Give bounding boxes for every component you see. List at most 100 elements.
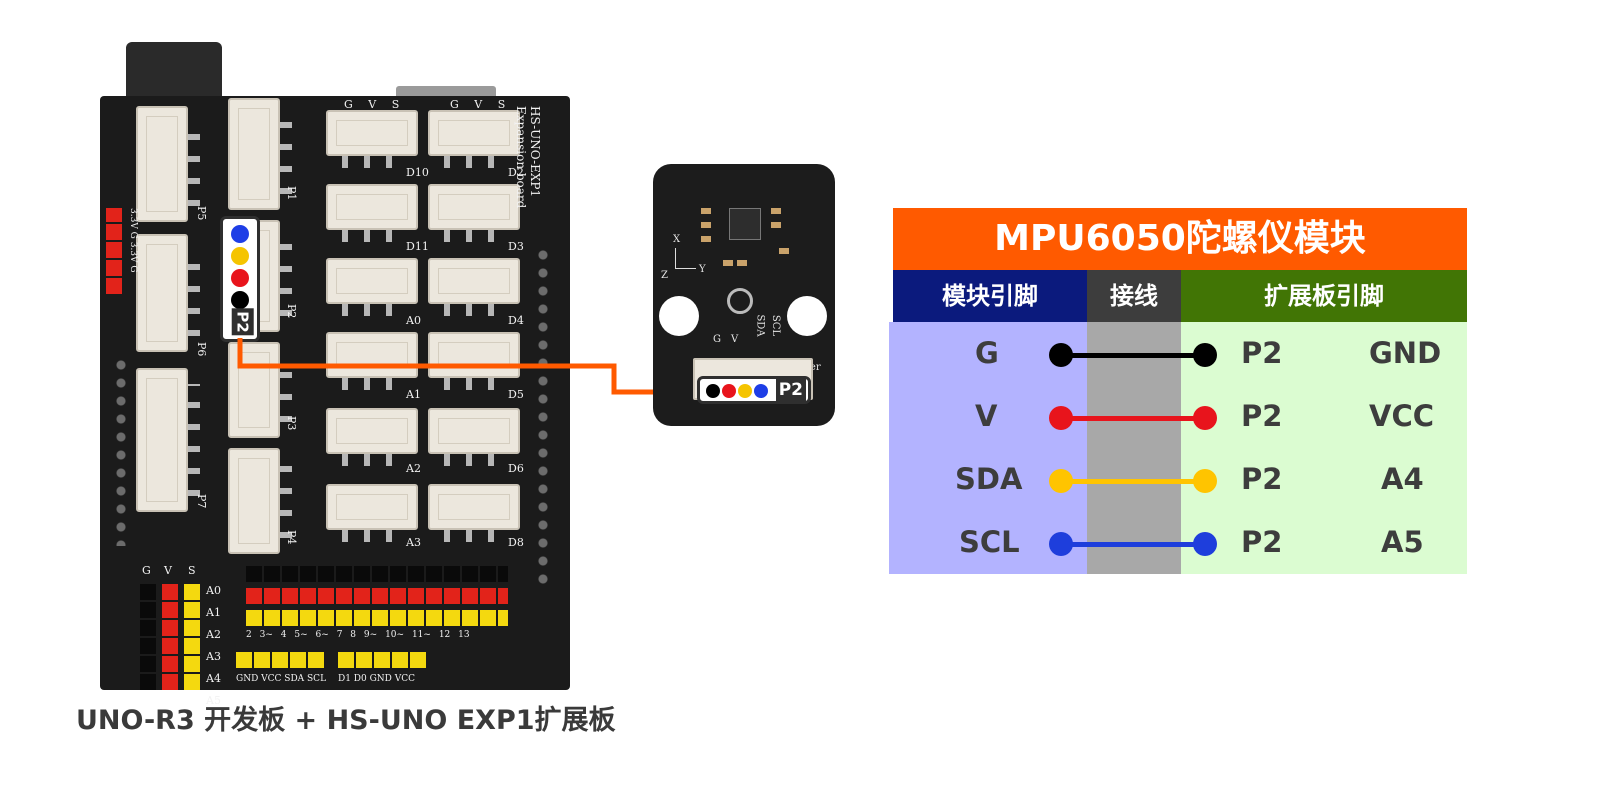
header-gvs-1: G V S (344, 98, 406, 111)
header-module-pin: 模块引脚 (893, 270, 1087, 322)
smd-part (737, 260, 747, 266)
wire-end (1049, 532, 1073, 556)
connector-d5 (428, 332, 520, 390)
mount-hole-right (787, 296, 827, 336)
board-p2-dot-black (231, 291, 249, 309)
digital-label-10: 10~ (385, 630, 405, 640)
mpu6050-chip (729, 208, 761, 240)
label-a1: A1 (406, 388, 421, 401)
wiring-table: MPU6050陀螺仪模块 模块引脚 接线 扩展板引脚 G P2 GND V P2… (889, 208, 1467, 574)
analog-label-a5: A5 (206, 694, 221, 707)
board-pin-vcc: VCC (1369, 399, 1435, 433)
module-pin-v: V (975, 399, 998, 433)
axis-x-label: X (673, 234, 681, 245)
power-header-pins (106, 208, 122, 294)
smd-part (771, 208, 781, 214)
left-signal-pins (184, 582, 200, 690)
module-pin-g: G (975, 336, 999, 370)
digital-label-4: 4 (280, 630, 287, 640)
board-caption: UNO-R3 开发板 + HS-UNO EXP1扩展板 (76, 705, 616, 736)
left-s-label: S (188, 564, 196, 577)
wire-g (1059, 353, 1207, 358)
module-p2-tag: P2 (697, 376, 811, 404)
left-edge-holes (114, 356, 128, 546)
board-p2-dot-yellow (231, 247, 249, 265)
label-d4: D4 (508, 314, 524, 327)
digital-label-12: 12 (438, 630, 451, 640)
wire-scl (1059, 542, 1207, 547)
connector-p7 (136, 368, 200, 512)
axis-icon (675, 248, 696, 269)
wire-end (1193, 406, 1217, 430)
smd-part (701, 222, 711, 228)
connector-d11 (326, 184, 418, 242)
digital-label-13: 13 (458, 630, 470, 640)
axis-z-label: Z (661, 270, 668, 281)
connection-polyline (237, 338, 700, 395)
port-p2: P2 (1241, 525, 1283, 559)
smd-part (701, 208, 711, 214)
left-gnd-pins (140, 582, 156, 690)
expansion-board: G V S G V S HS-UNO-EXP1 Expansion board … (100, 40, 570, 707)
board-pin-gnd: GND (1369, 336, 1442, 370)
connector-p1 (228, 98, 292, 210)
serial-header-pins (338, 652, 428, 668)
module-dot-black (706, 384, 720, 398)
board-pin-column (1181, 322, 1467, 574)
connector-a1 (326, 332, 418, 390)
smd-part (771, 222, 781, 228)
label-d6: D6 (508, 462, 524, 475)
digital-label-2: 2 (246, 630, 252, 640)
port-p2: P2 (1241, 336, 1283, 370)
header-gvs-2: G V S (450, 98, 512, 111)
analog-label-a1: A1 (206, 606, 221, 619)
board-p2-dot-red (231, 269, 249, 287)
smd-part (779, 248, 789, 254)
digital-label-6: 6~ (315, 630, 329, 640)
analog-label-a4: A4 (206, 672, 221, 685)
label-d8: D8 (508, 536, 524, 549)
serial-header-label: D1 D0 GND VCC (338, 674, 416, 684)
pin-label-scl: SCL (770, 314, 782, 337)
module-pin-sda: SDA (955, 462, 1023, 496)
pin-label-v: V (731, 334, 739, 345)
connector-d8 (428, 484, 520, 542)
label-d3: D3 (508, 240, 524, 253)
label-d2: D2 (508, 166, 524, 179)
smd-part (723, 260, 733, 266)
module-pin-scl: SCL (959, 525, 1020, 559)
connector-d6 (428, 408, 520, 466)
logo-icon (727, 288, 753, 314)
pin-label-sda: SDA (754, 314, 766, 337)
label-a0: A0 (406, 314, 421, 327)
connector-a0 (326, 258, 418, 316)
connector-p4 (228, 448, 292, 554)
digital-vcc-pins (246, 588, 508, 604)
left-vcc-pins (162, 582, 178, 690)
board-pin-a4: A4 (1381, 462, 1424, 496)
smd-part (701, 236, 711, 242)
connector-p5 (136, 106, 200, 222)
left-v-label: V (164, 564, 172, 577)
digital-signal-pins (246, 610, 508, 626)
label-a3: A3 (406, 536, 421, 549)
digital-label-8: 8 (350, 630, 357, 640)
axis-y-label: Y (699, 264, 706, 275)
label-a2: A2 (406, 462, 421, 475)
module-p2-label: P2 (775, 379, 806, 401)
digital-label-9: 9~ (363, 630, 378, 640)
left-g-label: G (142, 564, 151, 577)
module-dot-blue (754, 384, 768, 398)
digital-label-5: 5~ (294, 630, 308, 640)
i2c-header-pins (236, 652, 326, 668)
board-p2-tag: P2 (220, 216, 260, 342)
i2c-header-label: GND VCC SDA SCL (236, 674, 327, 684)
connector-d2 (428, 110, 520, 168)
analog-label-a3: A3 (206, 650, 221, 663)
connector-a2 (326, 408, 418, 466)
connector-d3 (428, 184, 520, 242)
board-p2-dot-blue (231, 225, 249, 243)
board-pin-a5: A5 (1381, 525, 1424, 559)
pin-label-g: G (713, 334, 721, 345)
